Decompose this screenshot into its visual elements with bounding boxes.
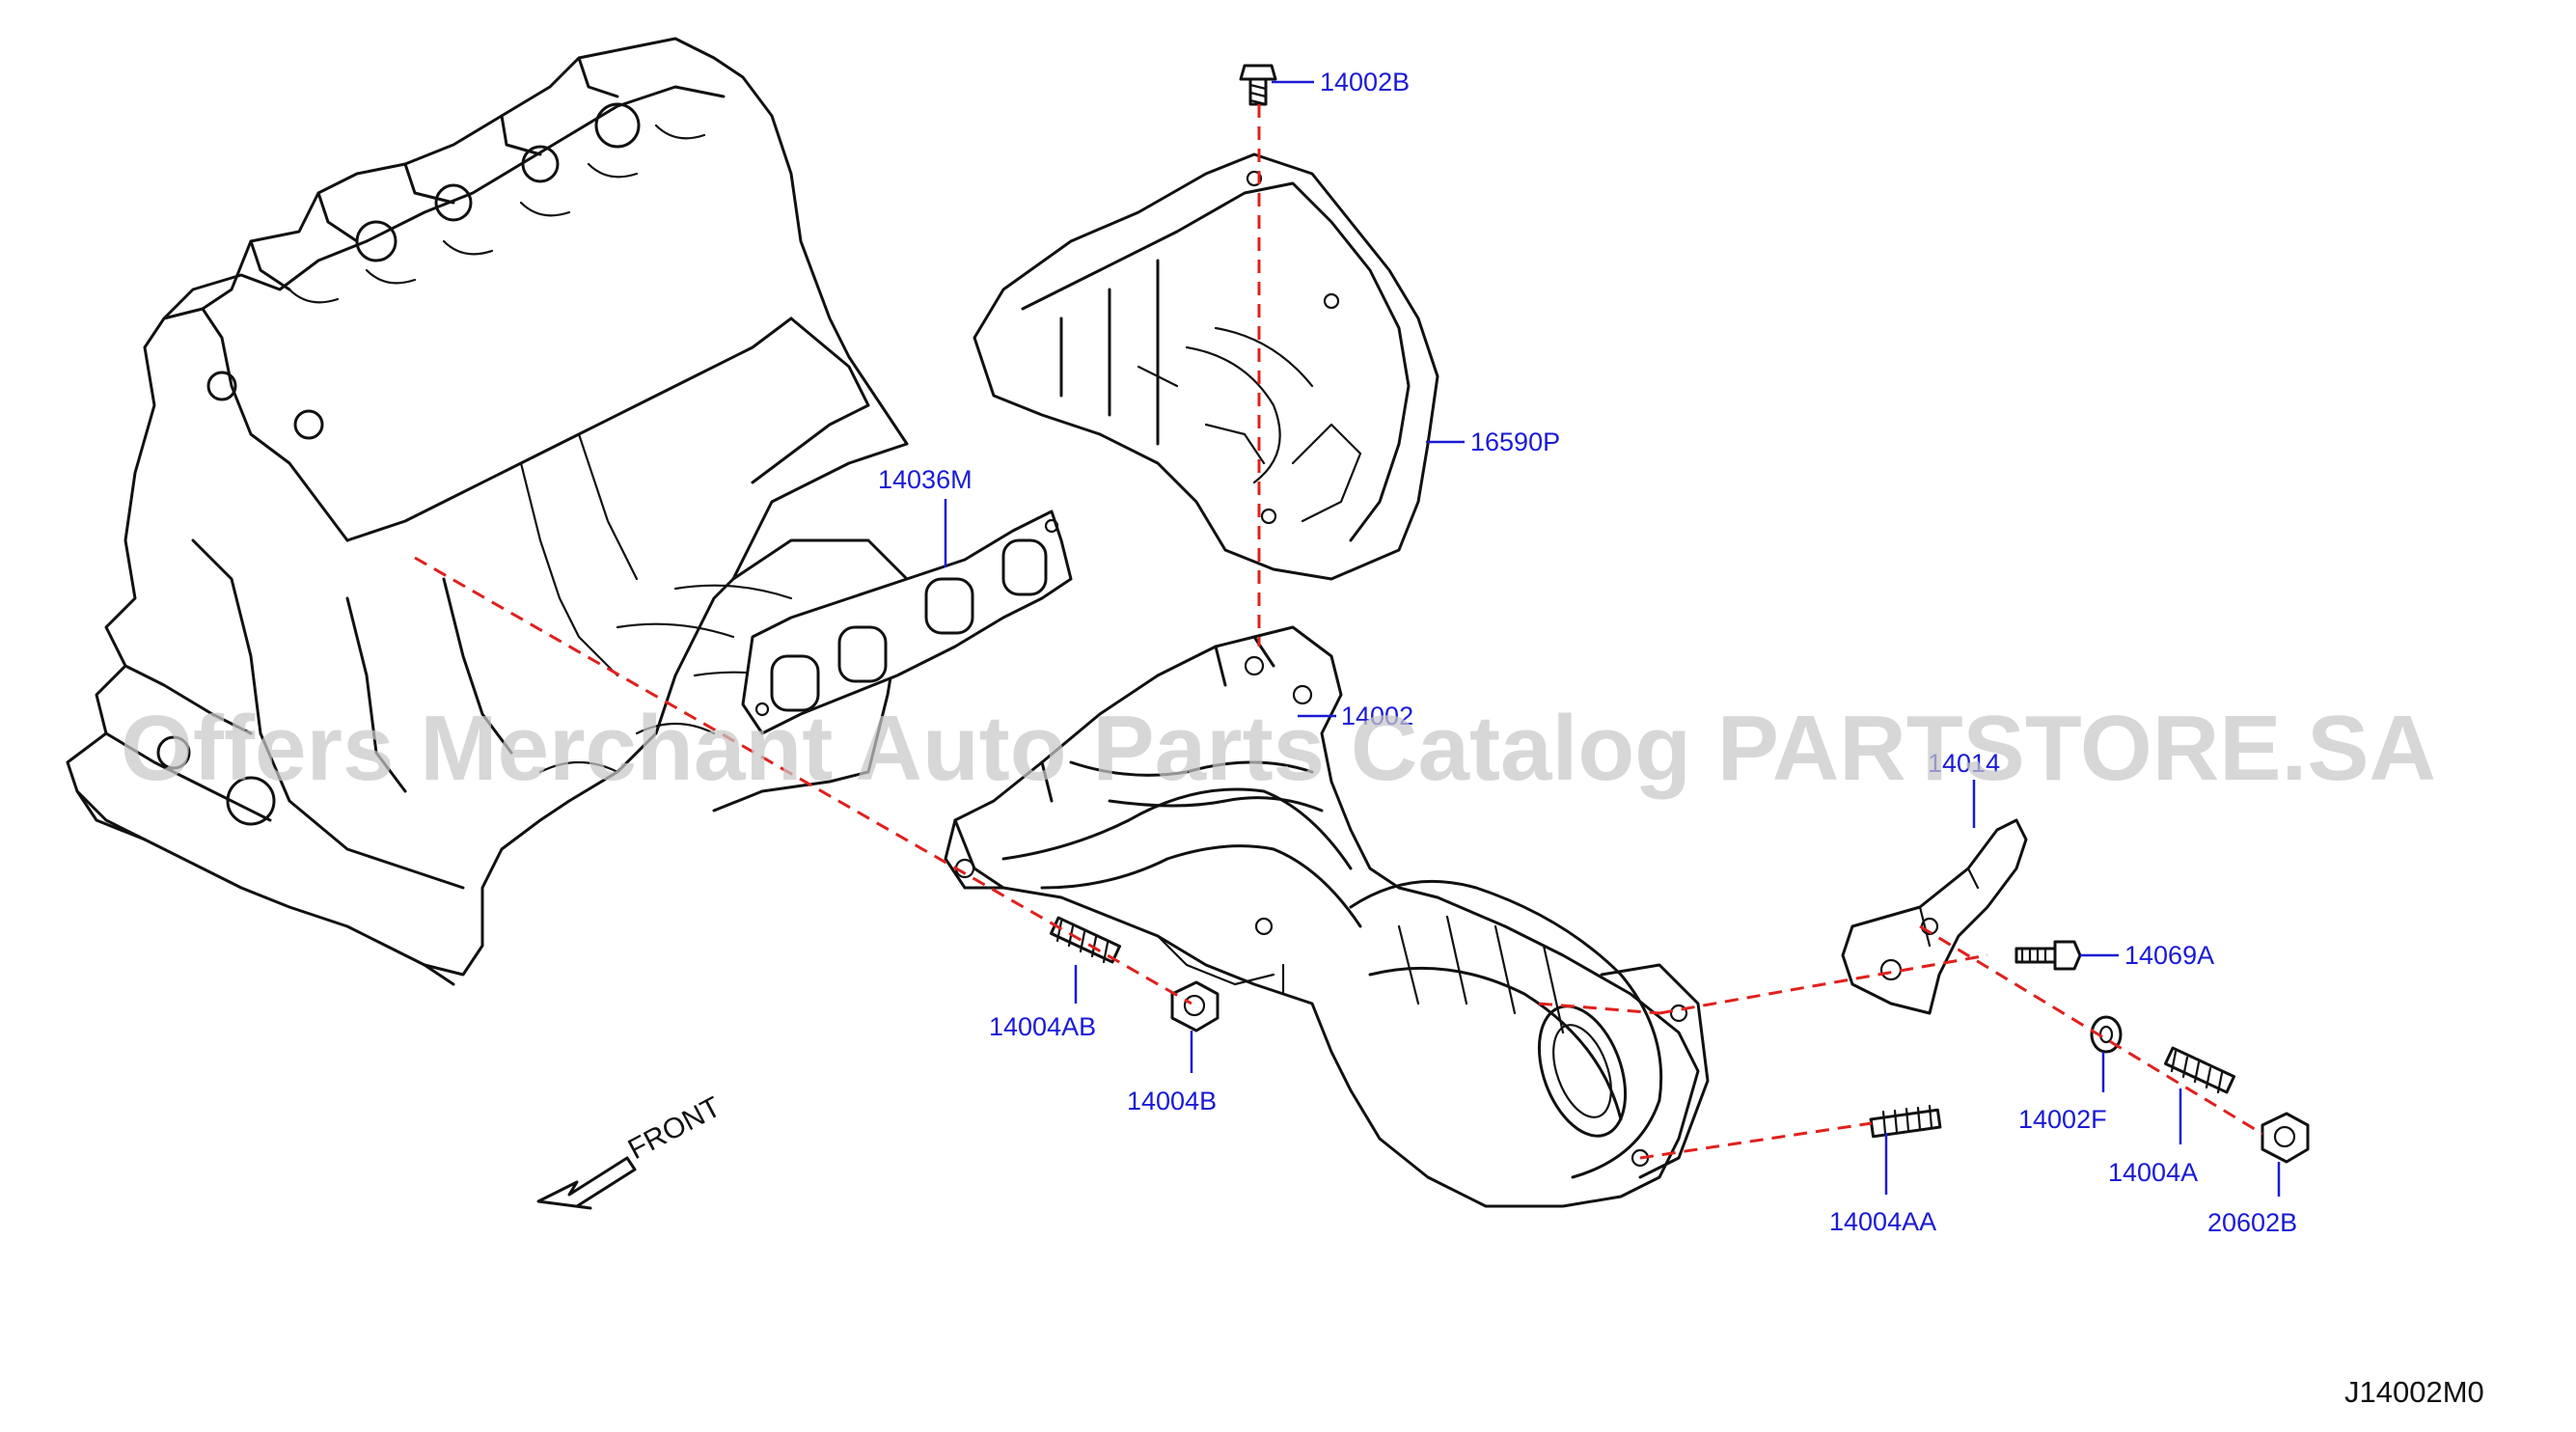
label-14004ab[interactable]: 14004AB (989, 1012, 1096, 1041)
engine-block (66, 37, 909, 986)
nut-14004b (1170, 980, 1219, 1033)
label-14004a[interactable]: 14004A (2108, 1158, 2198, 1187)
label-20602b[interactable]: 20602B (2207, 1208, 2297, 1237)
watermark: Offers Merchant Auto Parts Catalog PARTS… (121, 697, 2436, 800)
diagram-code: J14002M0 (2344, 1375, 2484, 1409)
stud-14004a (2163, 1046, 2236, 1094)
label-14002[interactable]: 14002 (1341, 702, 1413, 730)
label-14069a[interactable]: 14069A (2124, 941, 2214, 970)
bolt-14002b (1239, 64, 1277, 106)
stud-14004aa (1869, 1104, 1942, 1139)
label-14002f[interactable]: 14002F (2018, 1105, 2107, 1134)
bolt-14069a (2014, 940, 2082, 971)
label-14002b[interactable]: 14002B (1320, 68, 1410, 96)
label-14036m[interactable]: 14036M (878, 465, 973, 494)
exhaust-manifold-converter (944, 625, 1710, 1208)
part-labels: 14002B 16590P 14036M 14002 14014 14069A … (878, 68, 2297, 1237)
mounting-bracket (1841, 818, 2028, 1015)
arrow-down-left-icon (536, 1156, 637, 1210)
leader-lines (944, 80, 2281, 1197)
heat-shield (973, 152, 1439, 581)
label-14014[interactable]: 14014 (1928, 749, 2000, 778)
label-16590p[interactable]: 16590P (1470, 427, 1560, 456)
label-14004b[interactable]: 14004B (1127, 1087, 1217, 1115)
front-indicator: FRONT (536, 1091, 726, 1210)
front-label: FRONT (623, 1091, 726, 1167)
label-14004aa[interactable]: 14004AA (1829, 1207, 1936, 1236)
nut-20602b (2261, 1112, 2310, 1164)
exhaust-manifold-gasket (741, 509, 1073, 735)
assembly-lines (414, 104, 2263, 1160)
